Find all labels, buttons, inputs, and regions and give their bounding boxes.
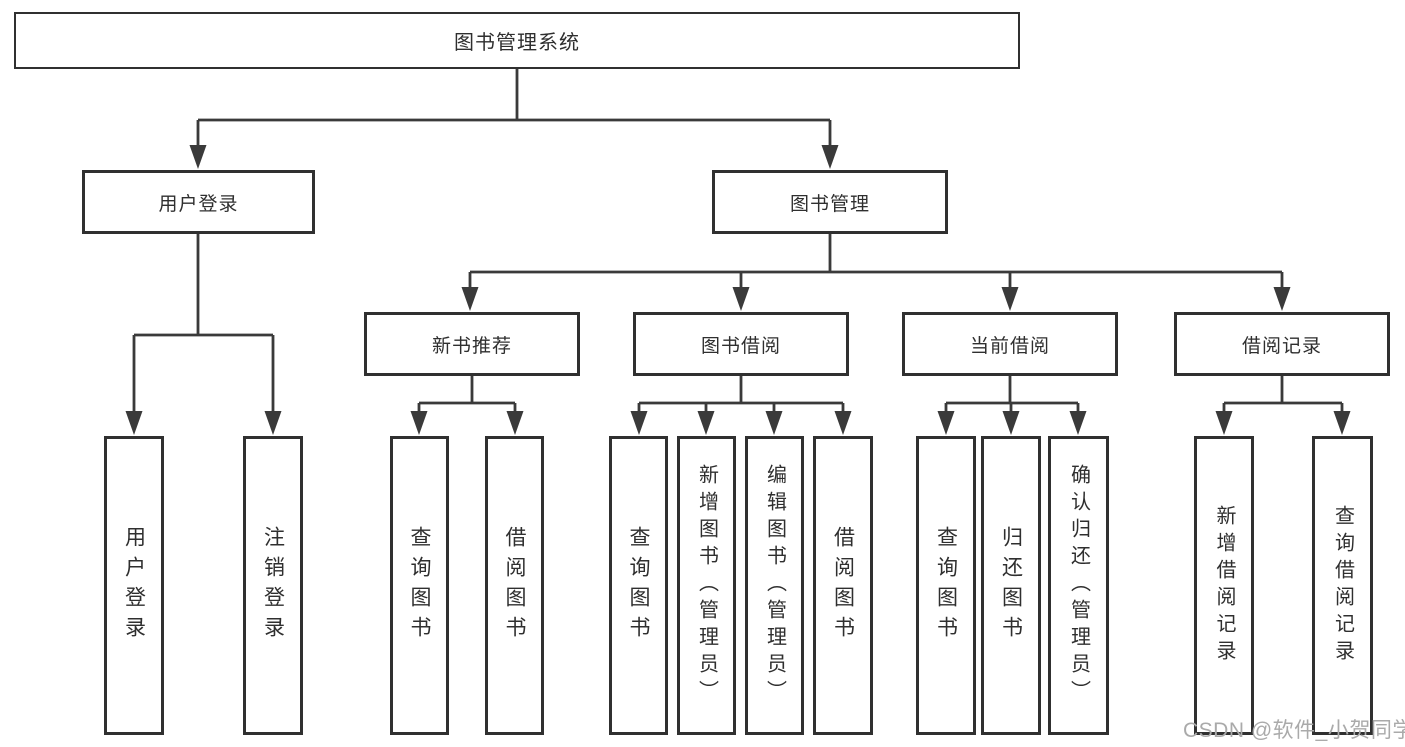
leaf-query-borrow-record: 查询借阅记录	[1312, 436, 1373, 735]
node-book-borrow: 图书借阅	[633, 312, 849, 376]
node-new-book-recommend-label: 新书推荐	[431, 335, 512, 357]
connector-root	[198, 68, 830, 122]
leaf-add-book-admin: 新增图书（管理员）	[677, 436, 736, 735]
leaf-confirm-return-admin-label: 确认归还（管理员）	[1067, 464, 1090, 707]
leaf-return-book: 归还图书	[981, 436, 1041, 735]
node-borrow-record: 借阅记录	[1174, 312, 1390, 376]
leaf-query-books-1: 查询图书	[390, 436, 449, 735]
leaf-user-login-label: 用户登录	[122, 525, 146, 646]
csdn-watermark: CSDN @软件_小贺同学	[1183, 719, 1405, 742]
connector-current-borrow	[946, 376, 1078, 405]
leaf-add-borrow-record: 新增借阅记录	[1194, 436, 1254, 735]
leaf-borrow-books-1: 借阅图书	[485, 436, 544, 735]
node-book-borrow-label: 图书借阅	[700, 335, 781, 357]
leaf-logout-label: 注销登录	[261, 525, 285, 646]
node-book-management: 图书管理	[712, 170, 948, 234]
node-user-login-label: 用户登录	[158, 193, 239, 215]
connector-new-book	[419, 376, 515, 405]
node-current-borrow: 当前借阅	[902, 312, 1118, 376]
node-root-label: 图书管理系统	[454, 32, 580, 54]
node-borrow-record-label: 借阅记录	[1241, 335, 1322, 357]
leaf-query-books-2: 查询图书	[609, 436, 668, 735]
node-new-book-recommend: 新书推荐	[364, 312, 580, 376]
node-book-management-label: 图书管理	[789, 193, 870, 215]
node-root-system: 图书管理系统	[14, 12, 1020, 69]
leaf-borrow-books-1-label: 借阅图书	[503, 525, 526, 646]
leaf-borrow-books-2: 借阅图书	[813, 436, 873, 735]
leaf-query-books-2-label: 查询图书	[627, 525, 650, 646]
leaf-edit-book-admin: 编辑图书（管理员）	[745, 436, 804, 735]
leaf-query-books-1-label: 查询图书	[408, 525, 431, 646]
leaf-add-borrow-record-label: 新增借阅记录	[1213, 504, 1235, 667]
connector-user-login	[134, 234, 273, 337]
leaf-query-borrow-record-label: 查询借阅记录	[1331, 504, 1354, 667]
leaf-query-books-3-label: 查询图书	[934, 525, 958, 646]
leaf-return-book-label: 归还图书	[999, 525, 1023, 646]
leaf-query-books-3: 查询图书	[916, 436, 976, 735]
connector-borrow-record	[1224, 376, 1342, 405]
leaf-logout: 注销登录	[243, 436, 303, 735]
node-current-borrow-label: 当前借阅	[969, 335, 1050, 357]
node-user-login: 用户登录	[82, 170, 315, 234]
connector-book-management	[470, 234, 1282, 274]
leaf-confirm-return-admin: 确认归还（管理员）	[1048, 436, 1109, 735]
connector-book-borrow	[639, 376, 843, 405]
leaf-edit-book-admin-label: 编辑图书（管理员）	[763, 464, 786, 707]
leaf-add-book-admin-label: 新增图书（管理员）	[695, 464, 718, 707]
leaf-borrow-books-2-label: 借阅图书	[831, 525, 855, 646]
leaf-user-login: 用户登录	[104, 436, 164, 735]
